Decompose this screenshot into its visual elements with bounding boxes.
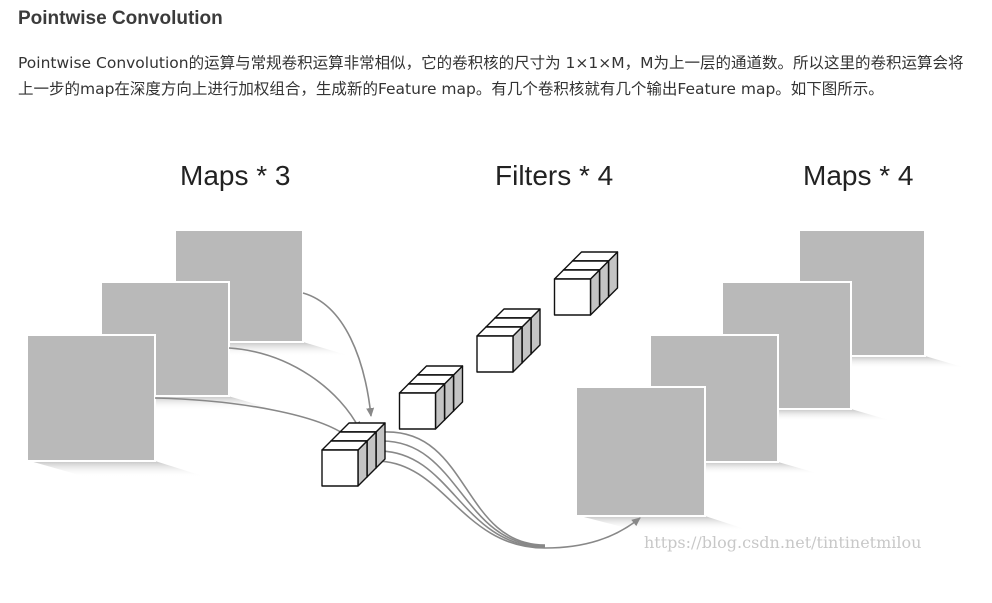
input-maps-label: Maps * 3 bbox=[180, 160, 291, 191]
arrow bbox=[228, 347, 361, 431]
filters-label: Filters * 4 bbox=[495, 160, 614, 191]
output-arrows bbox=[377, 431, 641, 549]
filter-cube bbox=[321, 440, 368, 487]
arrow bbox=[154, 397, 349, 438]
arrow bbox=[381, 440, 546, 547]
arrow bbox=[379, 450, 546, 548]
filter-kernel bbox=[476, 308, 541, 373]
section-heading: Pointwise Convolution bbox=[18, 8, 223, 29]
filter-cube bbox=[553, 269, 601, 316]
output-maps-label: Maps * 4 bbox=[803, 160, 914, 191]
output-maps-stack bbox=[575, 229, 966, 530]
input-map bbox=[26, 334, 206, 477]
filter-cube bbox=[476, 326, 523, 373]
output-map bbox=[575, 386, 748, 530]
arrow bbox=[384, 431, 546, 546]
filter-kernel bbox=[321, 422, 386, 487]
filters-group bbox=[321, 251, 619, 487]
input-map bbox=[100, 281, 276, 410]
arrow bbox=[302, 292, 375, 417]
arrow bbox=[377, 460, 641, 549]
input-arrows bbox=[154, 292, 375, 438]
filter-cube bbox=[398, 383, 446, 430]
input-maps-stack bbox=[26, 229, 350, 477]
filter-kernel bbox=[553, 251, 619, 316]
watermark: https://blog.csdn.net/tintinetmilou bbox=[644, 533, 922, 552]
filter-kernel bbox=[398, 365, 464, 430]
description-paragraph: Pointwise Convolution的运算与常规卷积运算非常相似，它的卷积… bbox=[18, 54, 964, 98]
